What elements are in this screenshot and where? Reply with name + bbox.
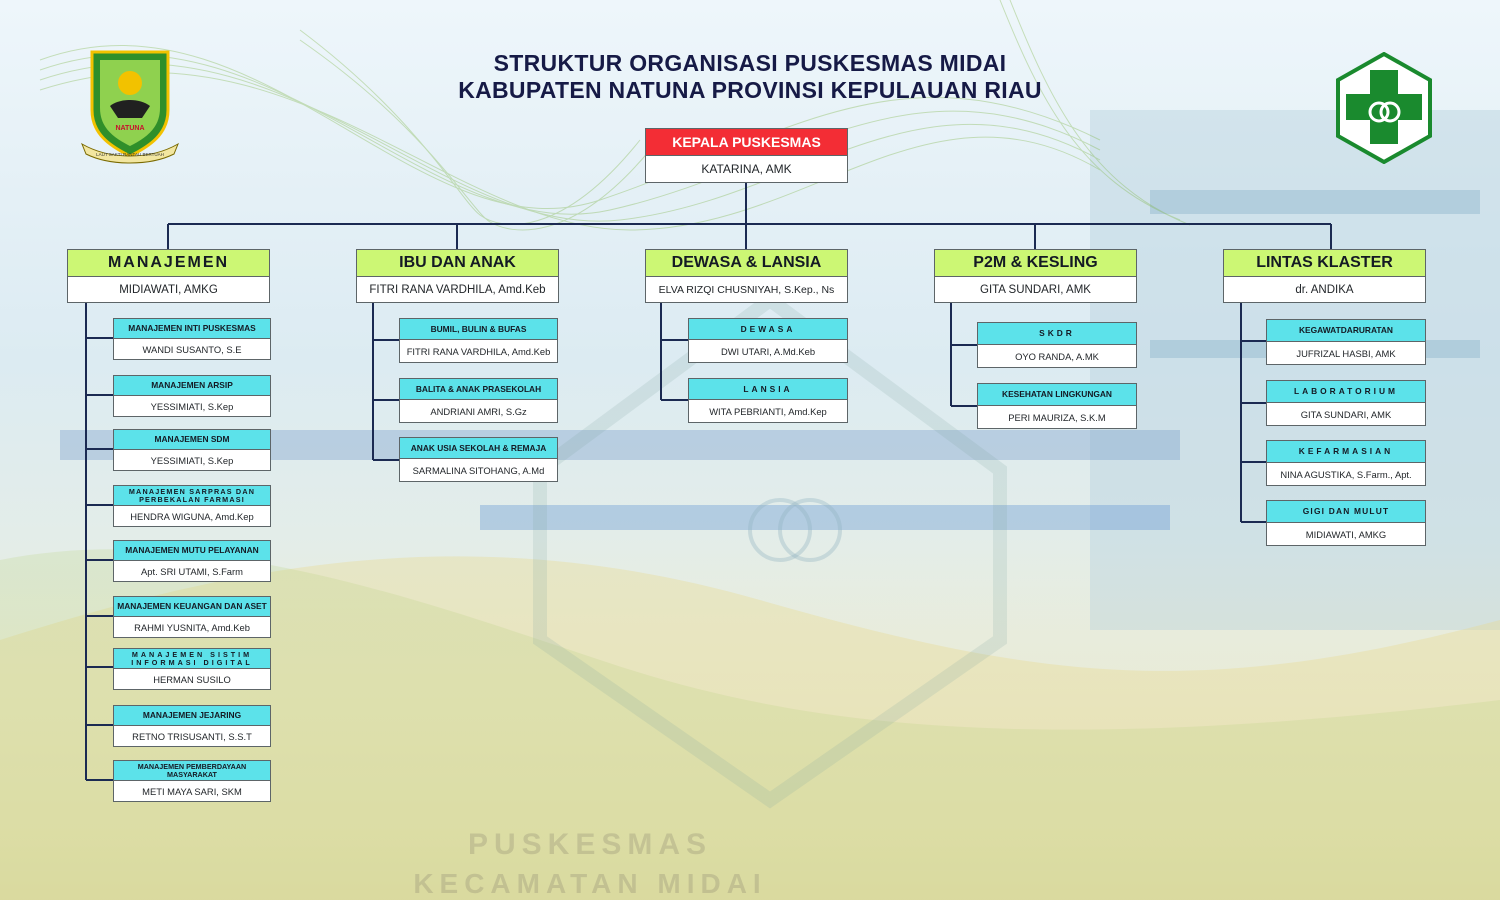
unit-person-name: RETNO TRISUSANTI, S.S.T bbox=[132, 730, 252, 742]
unit-person-name: GITA SUNDARI, AMK bbox=[1300, 408, 1392, 420]
unit-person-name: YESSIMIATI, S.Kep bbox=[150, 454, 234, 466]
unit-title: MANAJEMEN SDM bbox=[114, 430, 270, 450]
unit-title: KEFARMASIAN bbox=[1267, 441, 1425, 463]
unit-person-name: FITRI RANA VARDHILA, Amd.Keb bbox=[406, 345, 551, 357]
unit-title: GIGI DAN MULUT bbox=[1267, 501, 1425, 523]
unit-box: BALITA & ANAK PRASEKOLAH ANDRIANI AMRI, … bbox=[399, 378, 558, 423]
unit-person-name: METI MAYA SARI, SKM bbox=[142, 785, 242, 797]
unit-title: ANAK USIA SEKOLAH & REMAJA bbox=[400, 438, 557, 459]
unit-person-name: WITA PEBRIANTI, Amd.Kep bbox=[709, 405, 827, 417]
page-title-line-2: KABUPATEN NATUNA PROVINSI KEPULAUAN RIAU bbox=[458, 77, 1042, 103]
department-title: P2M & KESLING bbox=[935, 250, 1136, 277]
unit-title: SKDR bbox=[978, 323, 1136, 345]
unit-title: MANAJEMEN KEUANGAN DAN ASET bbox=[114, 597, 270, 617]
unit-title: MANAJEMEN PEMBERDAYAAN MASYARAKAT bbox=[114, 761, 270, 781]
unit-person-name: NINA AGUSTIKA, S.Farm., Apt. bbox=[1280, 468, 1412, 480]
unit-person-name: MIDIAWATI, AMKG bbox=[1305, 528, 1387, 540]
unit-title: LABORATORIUM bbox=[1267, 381, 1425, 403]
department-title: MANAJEMEN bbox=[68, 250, 269, 277]
unit-person-name: YESSIMIATI, S.Kep bbox=[150, 400, 234, 412]
department-box-p2m-kesling: P2M & KESLING GITA SUNDARI, AMK bbox=[934, 249, 1137, 303]
crest-label: NATUNA bbox=[115, 125, 144, 132]
unit-title: LANSIA bbox=[689, 379, 847, 400]
unit-person-name: DWI UTARI, A.Md.Keb bbox=[720, 345, 816, 357]
unit-title: MANAJEMEN SARPRAS DAN PERBEKALAN FARMASI bbox=[114, 486, 270, 506]
unit-box: MANAJEMEN ARSIP YESSIMIATI, S.Kep bbox=[113, 375, 271, 417]
unit-box: DEWASA DWI UTARI, A.Md.Keb bbox=[688, 318, 848, 363]
department-title: IBU DAN ANAK bbox=[357, 250, 558, 277]
unit-box: MANAJEMEN KEUANGAN DAN ASET RAHMI YUSNIT… bbox=[113, 596, 271, 638]
natuna-crest-logo: NATUNA LAUT SAKTI RANTAU BERTUAH bbox=[81, 50, 179, 164]
unit-box: MANAJEMEN MUTU PELAYANAN Apt. SRI UTAMI,… bbox=[113, 540, 271, 582]
unit-person-name: RAHMI YUSNITA, Amd.Keb bbox=[134, 621, 250, 633]
unit-person-name: HERMAN SUSILO bbox=[153, 673, 231, 685]
department-head-name: FITRI RANA VARDHILA, Amd.Keb bbox=[369, 283, 546, 296]
unit-box: MANAJEMEN JEJARING RETNO TRISUSANTI, S.S… bbox=[113, 705, 271, 747]
building-sign-line-2: KECAMATAN MIDAI bbox=[413, 868, 767, 899]
unit-title: MANAJEMEN MUTU PELAYANAN bbox=[114, 541, 270, 561]
unit-title: BALITA & ANAK PRASEKOLAH bbox=[400, 379, 557, 400]
department-box-manajemen: MANAJEMEN MIDIAWATI, AMKG bbox=[67, 249, 270, 303]
department-head-name: ELVA RIZQI CHUSNIYAH, S.Kep., Ns bbox=[658, 283, 835, 296]
unit-person-name: SARMALINA SITOHANG, A.Md bbox=[412, 464, 545, 476]
building-sign-line-1: PUSKESMAS bbox=[467, 828, 713, 861]
department-box-dewasa-lansia: DEWASA & LANSIA ELVA RIZQI CHUSNIYAH, S.… bbox=[645, 249, 848, 303]
department-head-name: GITA SUNDARI, AMK bbox=[980, 283, 1091, 296]
department-box-ibu-dan-anak: IBU DAN ANAK FITRI RANA VARDHILA, Amd.Ke… bbox=[356, 249, 559, 303]
unit-box: MANAJEMEN SDM YESSIMIATI, S.Kep bbox=[113, 429, 271, 471]
department-box-lintas-klaster: LINTAS KLASTER dr. ANDIKA bbox=[1223, 249, 1426, 303]
unit-person-name: OYO RANDA, A.MK bbox=[1015, 350, 1099, 362]
department-head-name: dr. ANDIKA bbox=[1295, 283, 1354, 296]
unit-box: LABORATORIUM GITA SUNDARI, AMK bbox=[1266, 380, 1426, 426]
unit-box: MANAJEMEN SISTIM INFORMASI DIGITAL HERMA… bbox=[113, 648, 271, 690]
head-name: KATARINA, AMK bbox=[701, 162, 792, 176]
unit-title: KEGAWATDARURATAN bbox=[1267, 320, 1425, 342]
unit-title: BUMIL, BULIN & BUFAS bbox=[400, 319, 557, 340]
head-box: KEPALA PUSKESMAS KATARINA, AMK bbox=[645, 128, 848, 183]
department-title: DEWASA & LANSIA bbox=[646, 250, 847, 277]
unit-person-name: HENDRA WIGUNA, Amd.Kep bbox=[130, 510, 254, 522]
unit-box: KEFARMASIAN NINA AGUSTIKA, S.Farm., Apt. bbox=[1266, 440, 1426, 486]
unit-box: BUMIL, BULIN & BUFAS FITRI RANA VARDHILA… bbox=[399, 318, 558, 363]
unit-box: MANAJEMEN PEMBERDAYAAN MASYARAKAT METI M… bbox=[113, 760, 271, 802]
unit-title: MANAJEMEN INTI PUSKESMAS bbox=[114, 319, 270, 339]
department-head-name: MIDIAWATI, AMKG bbox=[119, 283, 218, 296]
page-title-line-1: STRUKTUR ORGANISASI PUSKESMAS MIDAI bbox=[493, 50, 1007, 76]
unit-title: DEWASA bbox=[689, 319, 847, 340]
unit-box: SKDR OYO RANDA, A.MK bbox=[977, 322, 1137, 368]
unit-person-name: Apt. SRI UTAMI, S.Farm bbox=[141, 565, 243, 577]
unit-person-name: ANDRIANI AMRI, S.Gz bbox=[430, 405, 527, 417]
unit-box: LANSIA WITA PEBRIANTI, Amd.Kep bbox=[688, 378, 848, 423]
unit-box: GIGI DAN MULUT MIDIAWATI, AMKG bbox=[1266, 500, 1426, 546]
unit-title: MANAJEMEN SISTIM INFORMASI DIGITAL bbox=[114, 649, 270, 669]
crest-motto: LAUT SAKTI RANTAU BERTUAH bbox=[96, 152, 164, 157]
unit-person-name: PERI MAURIZA, S.K.M bbox=[1008, 411, 1106, 423]
unit-title: MANAJEMEN ARSIP bbox=[114, 376, 270, 396]
department-title: LINTAS KLASTER bbox=[1224, 250, 1425, 277]
unit-box: ANAK USIA SEKOLAH & REMAJA SARMALINA SIT… bbox=[399, 437, 558, 482]
unit-person-name: JUFRIZAL HASBI, AMK bbox=[1296, 347, 1396, 359]
unit-title: MANAJEMEN JEJARING bbox=[114, 706, 270, 726]
unit-box: MANAJEMEN SARPRAS DAN PERBEKALAN FARMASI… bbox=[113, 485, 271, 527]
unit-person-name: WANDI SUSANTO, S.E bbox=[142, 343, 242, 355]
unit-title: KESEHATAN LINGKUNGAN bbox=[978, 384, 1136, 406]
puskesmas-logo bbox=[1336, 52, 1432, 164]
unit-box: KESEHATAN LINGKUNGAN PERI MAURIZA, S.K.M bbox=[977, 383, 1137, 429]
head-title: KEPALA PUSKESMAS bbox=[646, 129, 847, 156]
unit-box: KEGAWATDARURATAN JUFRIZAL HASBI, AMK bbox=[1266, 319, 1426, 365]
unit-box: MANAJEMEN INTI PUSKESMAS WANDI SUSANTO, … bbox=[113, 318, 271, 360]
